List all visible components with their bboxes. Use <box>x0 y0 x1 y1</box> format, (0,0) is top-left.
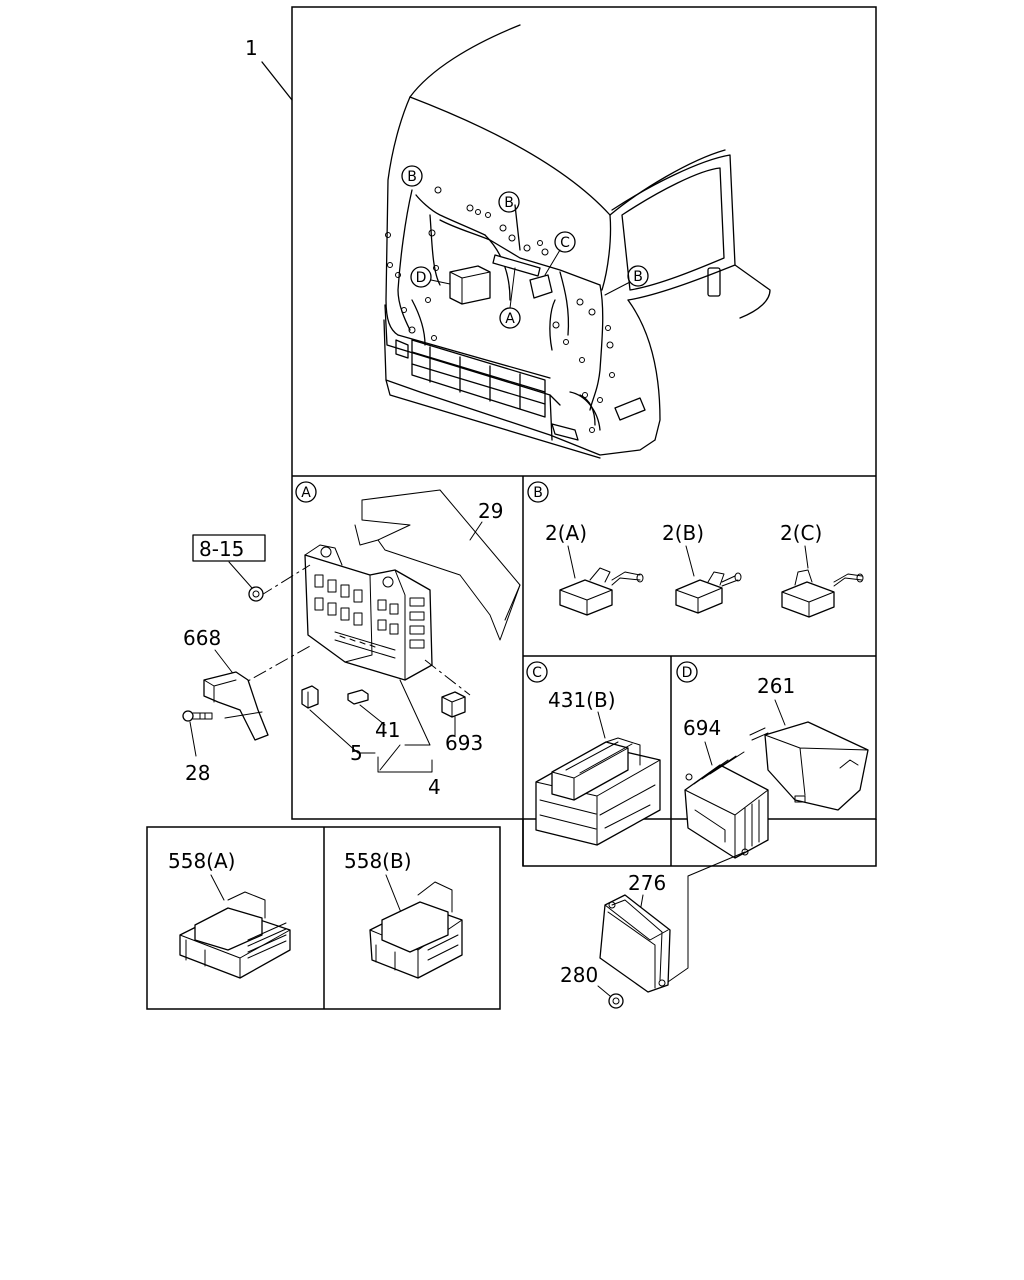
svg-text:431(B): 431(B) <box>548 688 616 712</box>
connector-558a: 558(A) <box>168 849 291 979</box>
svg-text:558(A): 558(A) <box>168 849 235 873</box>
fuse-2c <box>781 569 864 618</box>
relay-693 <box>441 691 466 718</box>
panel-d: D 261 694 <box>676 661 869 859</box>
svg-text:4: 4 <box>428 775 441 799</box>
svg-text:28: 28 <box>185 761 210 785</box>
svg-text:C: C <box>560 235 570 251</box>
svg-text:694: 694 <box>683 716 721 740</box>
svg-text:41: 41 <box>375 718 400 742</box>
marker-d: D <box>410 266 451 288</box>
svg-text:668: 668 <box>183 626 221 650</box>
cover-261 <box>749 721 869 811</box>
fuse-box-cover <box>354 489 521 641</box>
marker-c: C <box>544 231 576 276</box>
svg-text:A: A <box>505 311 515 327</box>
marker-b-left: B <box>401 165 423 187</box>
svg-text:D: D <box>416 270 427 286</box>
svg-text:1: 1 <box>245 36 258 60</box>
fuse-2b <box>675 571 742 614</box>
svg-text:276: 276 <box>628 871 666 895</box>
svg-text:B: B <box>504 195 514 211</box>
ecu-276: 276 <box>599 851 746 993</box>
svg-text:558(B): 558(B) <box>344 849 412 873</box>
panel-b-marker: B <box>527 481 549 503</box>
svg-text:2(B): 2(B) <box>662 521 704 545</box>
svg-text:693: 693 <box>445 731 483 755</box>
svg-text:8-15: 8-15 <box>199 537 244 561</box>
svg-text:B: B <box>633 269 643 285</box>
clip-41 <box>347 689 369 705</box>
svg-text:B: B <box>407 169 417 185</box>
frames <box>146 6 877 1010</box>
panel-b: B 2(A) 2(B) 2(C) <box>527 481 864 618</box>
callout-1: 1 <box>245 36 293 101</box>
relay-box-431b <box>535 737 661 846</box>
truck-markers: B B C B D A <box>401 165 649 329</box>
svg-text:261: 261 <box>757 674 795 698</box>
clip-5 <box>301 685 319 709</box>
wiring-harness <box>385 186 615 433</box>
marker-b-right: B <box>604 265 649 296</box>
module-694 <box>684 751 769 859</box>
fuse-2a <box>559 567 644 616</box>
panel-c: C 431(B) <box>526 661 661 846</box>
svg-text:B: B <box>533 485 543 501</box>
truck-cab <box>383 24 771 459</box>
panel-a: A 29 <box>231 481 521 799</box>
svg-text:A: A <box>301 485 311 501</box>
svg-text:2(A): 2(A) <box>545 521 587 545</box>
svg-text:5: 5 <box>350 741 363 765</box>
panel-c-marker: C <box>526 661 548 683</box>
marker-b-center: B <box>498 191 520 213</box>
nut-280: 280 <box>560 963 624 1009</box>
panel-d-marker: D <box>676 661 698 683</box>
svg-text:29: 29 <box>478 499 503 523</box>
svg-text:2(C): 2(C) <box>780 521 822 545</box>
ref-8-15: 8-15 <box>192 534 266 602</box>
svg-text:C: C <box>532 665 542 681</box>
panel-a-marker: A <box>295 481 317 503</box>
svg-text:D: D <box>682 665 693 681</box>
connector-558b: 558(B) <box>344 849 463 979</box>
fuse-box <box>304 544 433 681</box>
bracket-668: 668 <box>183 626 269 741</box>
bolt-28: 28 <box>182 710 213 785</box>
nut-icon <box>248 586 264 602</box>
svg-text:280: 280 <box>560 963 598 987</box>
marker-a: A <box>499 267 521 329</box>
